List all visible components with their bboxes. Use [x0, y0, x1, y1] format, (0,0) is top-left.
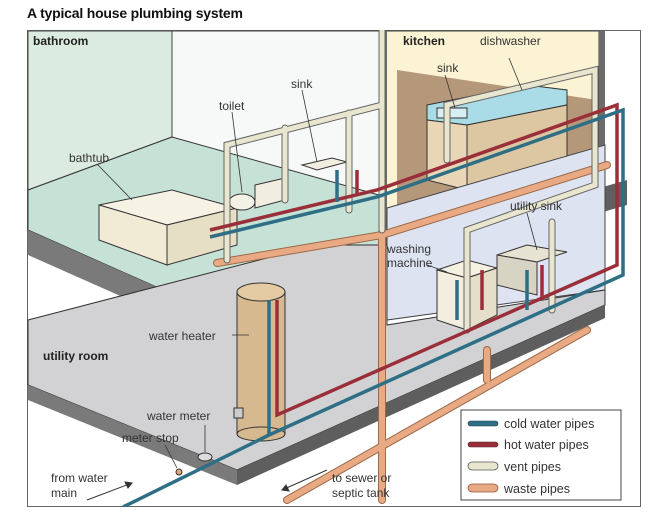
vent-pipe-swatch-icon [467, 461, 499, 471]
kitchen-right-wall [599, 31, 605, 231]
room-label-utility-room: utility room [43, 349, 108, 363]
cold-water-pipes [122, 107, 625, 507]
water-heater-top [236, 282, 286, 302]
cold-pipe-swatch-icon [467, 420, 499, 427]
label-dishwasher: dishwasher [480, 34, 541, 48]
label-to-sewer-line1: to sewer or [332, 471, 391, 485]
utility-slab-side [237, 305, 605, 485]
flow-arrows [86, 469, 328, 501]
label-washing-machine-line2: machine [387, 256, 433, 270]
label-meter-stop: meter stop [122, 431, 179, 445]
label-utility-sink: utility sink [510, 199, 563, 213]
label-water-meter: water meter [146, 409, 210, 423]
label-washing-machine-line1: washing [386, 242, 431, 256]
washing-machine-front [436, 269, 468, 331]
hot-pipe-swatch-icon [467, 441, 499, 448]
label-bath-sink: sink [291, 77, 313, 91]
toilet-bowl [228, 193, 256, 211]
water-heater-bottom [236, 426, 286, 442]
bathtub-side [166, 207, 238, 266]
legend-item-hot: hot water pipes [467, 438, 589, 452]
label-from-water-main-line1: from water [51, 471, 108, 485]
legend-label-hot: hot water pipes [504, 438, 589, 452]
diagram-title: A typical house plumbing system [27, 5, 243, 21]
label-to-sewer-line2: septic tank [332, 486, 390, 500]
label-bathtub: bathtub [69, 151, 109, 165]
legend-label-cold: cold water pipes [504, 417, 594, 431]
kitchen-sink-basin [436, 107, 468, 119]
leader-lines [96, 57, 538, 469]
legend-item-vent: vent pipes [467, 460, 561, 474]
label-kitchen-sink: sink [437, 61, 459, 75]
water-heater-control [233, 407, 244, 419]
label-toilet: toilet [219, 99, 245, 113]
legend: cold water pipes hot water pipes vent pi… [460, 409, 622, 501]
room-label-kitchen: kitchen [403, 34, 445, 48]
waste-pipe-swatch-icon [467, 483, 499, 493]
utility-slab-front [28, 385, 237, 485]
legend-item-cold: cold water pipes [467, 417, 594, 431]
plumbing-illustration: bathroom kitchen utility room bathtub to… [27, 30, 641, 507]
legend-item-waste: waste pipes [467, 482, 570, 496]
room-label-bathroom: bathroom [33, 34, 88, 48]
label-water-heater: water heater [148, 329, 216, 343]
meter-stop-fixture [175, 468, 183, 476]
water-meter-fixture [197, 452, 213, 462]
hot-water-pipes [209, 102, 619, 418]
label-from-water-main-line2: main [51, 486, 77, 500]
legend-label-waste: waste pipes [503, 482, 570, 496]
legend-label-vent: vent pipes [504, 460, 561, 474]
